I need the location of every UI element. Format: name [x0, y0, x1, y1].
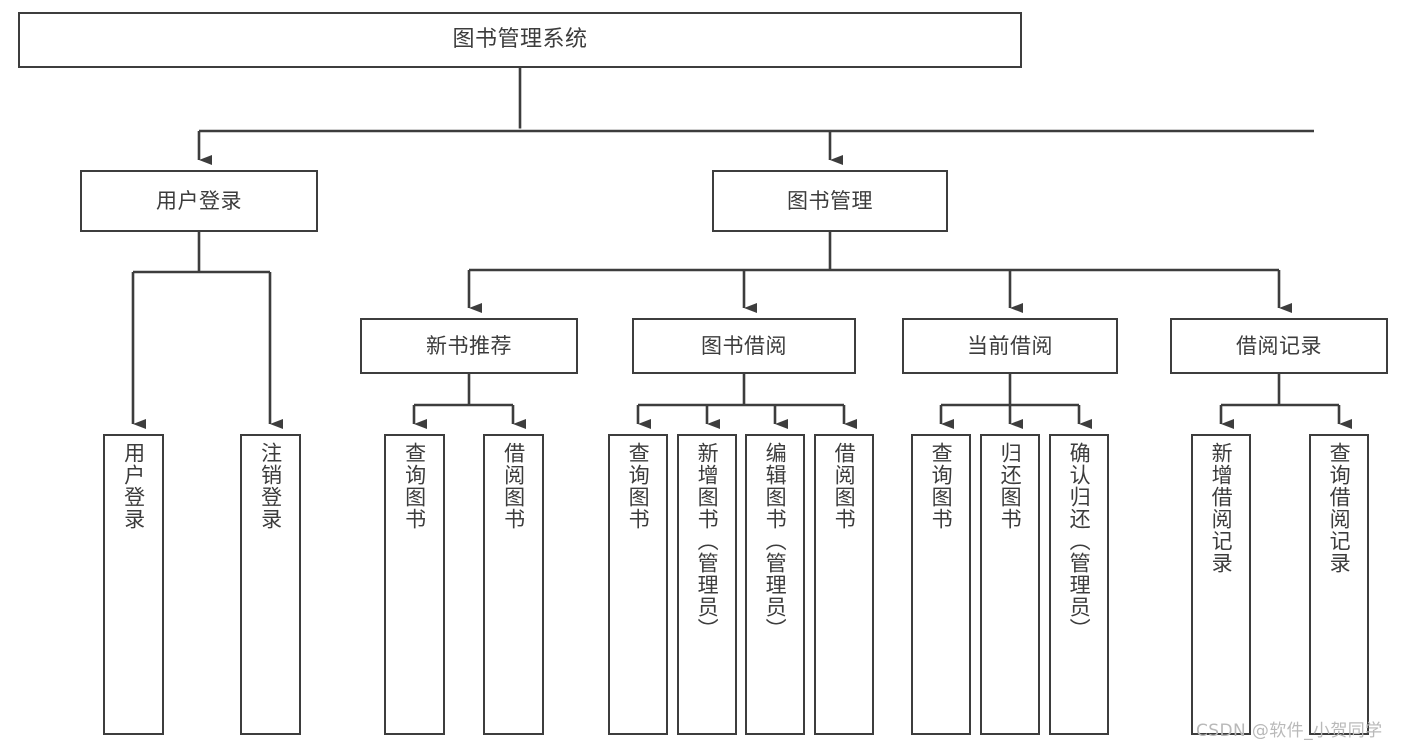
node-book-borrow[interactable]: 图书借阅 [632, 318, 856, 374]
leaf-logout-login[interactable]: 注销登录 [240, 434, 301, 735]
node-label: 用户登录 [156, 188, 242, 213]
leaf-edit-book-admin[interactable]: 编辑图书（管理员） [745, 434, 805, 735]
leaf-confirm-return-admin[interactable]: 确认归还（管理员） [1049, 434, 1109, 735]
node-label: 新书推荐 [426, 333, 512, 358]
leaf-borrow-book[interactable]: 借阅图书 [814, 434, 874, 735]
node-label: 新增借阅记录 [1209, 442, 1234, 574]
watermark-text: CSDN @软件_小贺同学 [1196, 721, 1383, 741]
leaf-query-borrow-record[interactable]: 查询借阅记录 [1309, 434, 1369, 735]
node-label: 归还图书 [998, 442, 1023, 530]
node-label: 图书管理 [787, 188, 873, 213]
node-label: 注销登录 [258, 442, 283, 530]
node-label: 用户登录 [121, 442, 146, 530]
node-label: 借阅记录 [1236, 333, 1322, 358]
leaf-query-book-recommend[interactable]: 查询图书 [384, 434, 445, 735]
node-label: 新增图书（管理员） [695, 442, 720, 640]
node-label: 当前借阅 [967, 333, 1053, 358]
node-label: 查询图书 [626, 442, 651, 530]
leaf-add-borrow-record[interactable]: 新增借阅记录 [1191, 434, 1251, 735]
leaf-add-book-admin[interactable]: 新增图书（管理员） [677, 434, 737, 735]
node-label: 确认归还（管理员） [1067, 442, 1092, 640]
node-label: 图书借阅 [701, 333, 787, 358]
node-new-book-recommend[interactable]: 新书推荐 [360, 318, 578, 374]
node-label: 图书管理系统 [452, 27, 588, 52]
node-borrow-record[interactable]: 借阅记录 [1170, 318, 1388, 374]
leaf-return-book[interactable]: 归还图书 [980, 434, 1040, 735]
node-user-login[interactable]: 用户登录 [80, 170, 318, 232]
leaf-query-book-current[interactable]: 查询图书 [911, 434, 971, 735]
node-root-system[interactable]: 图书管理系统 [18, 12, 1022, 68]
node-label: 查询图书 [402, 442, 427, 530]
node-label: 借阅图书 [832, 442, 857, 530]
node-label: 借阅图书 [501, 442, 526, 530]
leaf-borrow-book-recommend[interactable]: 借阅图书 [483, 434, 544, 735]
node-label: 编辑图书（管理员） [763, 442, 788, 640]
node-book-management[interactable]: 图书管理 [712, 170, 948, 232]
node-label: 查询借阅记录 [1327, 442, 1352, 574]
node-current-borrow[interactable]: 当前借阅 [902, 318, 1118, 374]
node-label: 查询图书 [929, 442, 954, 530]
leaf-user-login[interactable]: 用户登录 [103, 434, 164, 735]
leaf-query-book-borrow[interactable]: 查询图书 [608, 434, 668, 735]
